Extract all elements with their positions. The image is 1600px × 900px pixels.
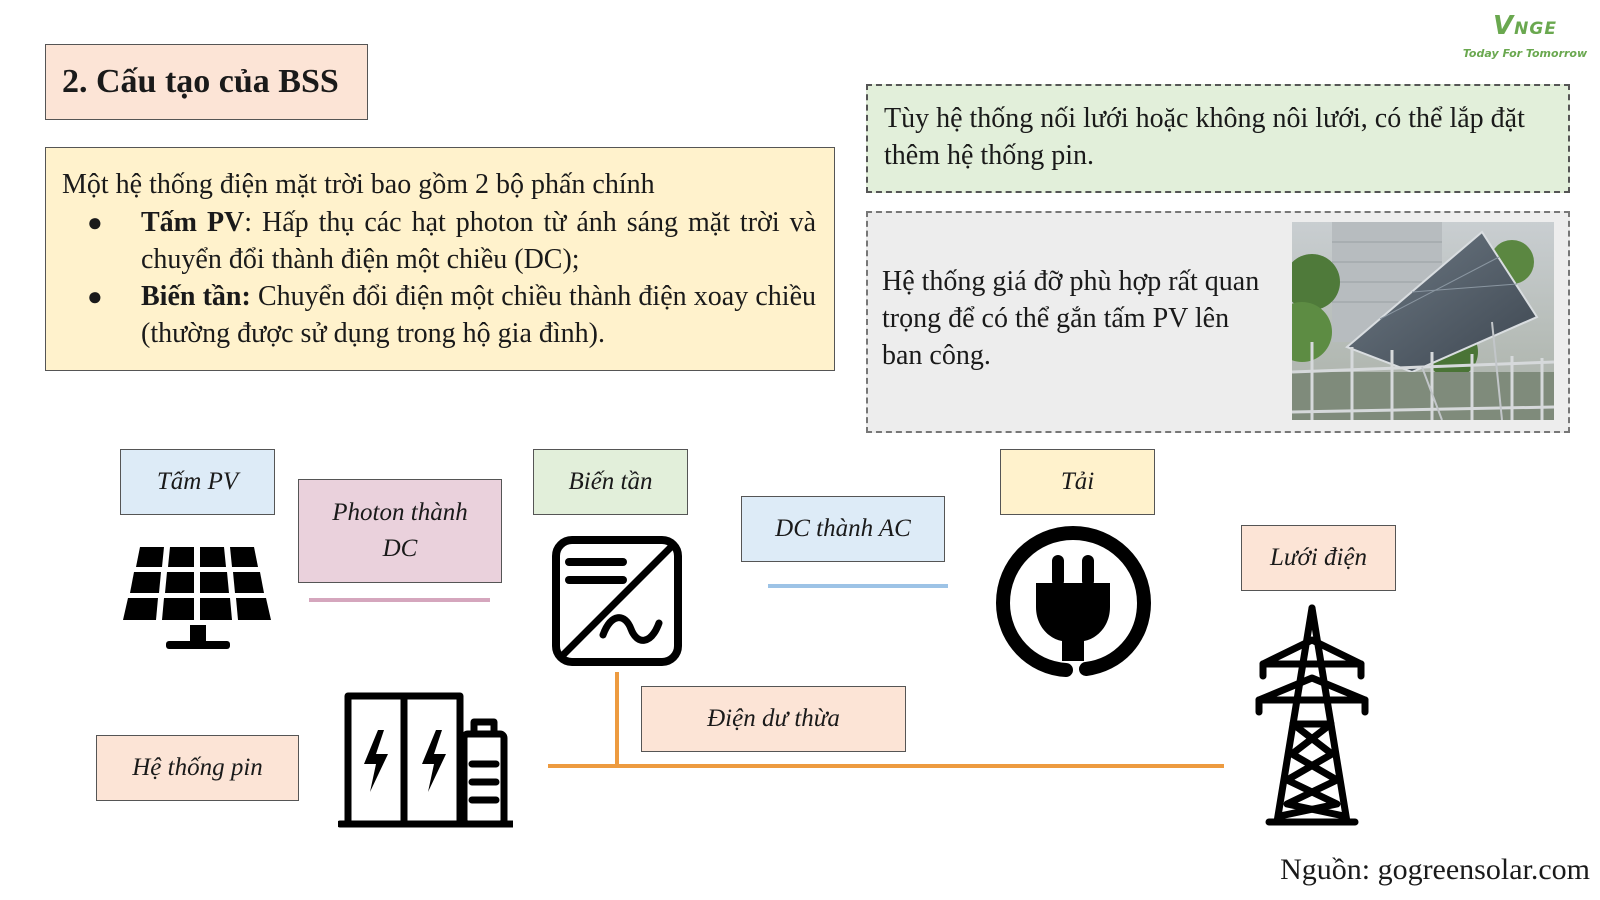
label-inverter: Biến tần (533, 449, 688, 515)
label-dc-ac: DC thành AC (741, 496, 945, 562)
label-load: Tải (1000, 449, 1155, 515)
label-surplus: Điện dư thừa (641, 686, 906, 752)
label-pv-panel: Tấm PV (120, 449, 275, 515)
logo-tagline: Today For Tomorrow (1462, 47, 1588, 60)
balcony-solar-photo (1292, 222, 1554, 420)
source-credit: Nguồn: gogreensolar.com (1280, 853, 1590, 886)
intro-lead: Một hệ thống điện mặt trời bao gồm 2 bộ … (62, 169, 655, 200)
bullet-inverter-text: Biến tần: Chuyển đổi điện một chiều thàn… (141, 281, 816, 349)
solar-panel-icon (123, 547, 271, 649)
bullet-pv: ● Tấm PV: Hấp thụ các hạt photon từ ánh … (62, 204, 816, 278)
intro-box: Một hệ thống điện mặt trời bao gồm 2 bộ … (45, 147, 835, 371)
inverter-icon (552, 536, 682, 666)
logo-mark: VNGE (1493, 11, 1557, 41)
power-plug-icon (996, 525, 1151, 677)
mounting-text: Hệ thống giá đỡ phù hợp rất quan trọng đ… (882, 266, 1260, 371)
transmission-tower-icon (1255, 604, 1369, 826)
bullet-inverter: ● Biến tần: Chuyển đổi điện một chiều th… (62, 278, 816, 352)
mounting-box: Hệ thống giá đỡ phù hợp rất quan trọng đ… (866, 211, 1570, 433)
bullet-pv-text: Tấm PV: Hấp thụ các hạt photon từ ánh sá… (141, 207, 816, 275)
vnge-logo: VNGE Today For Tomorrow (1460, 8, 1590, 68)
grid-note-box: Tùy hệ thống nối lưới hoặc không nôi lướ… (866, 84, 1570, 193)
label-battery: Hệ thống pin (96, 735, 299, 801)
bullet-dot: ● (87, 208, 103, 237)
slide-title: 2. Cấu tạo của BSS (45, 44, 368, 120)
battery-storage-icon (338, 692, 513, 828)
label-grid: Lưới điện (1241, 525, 1396, 591)
bullet-dot: ● (87, 282, 103, 311)
